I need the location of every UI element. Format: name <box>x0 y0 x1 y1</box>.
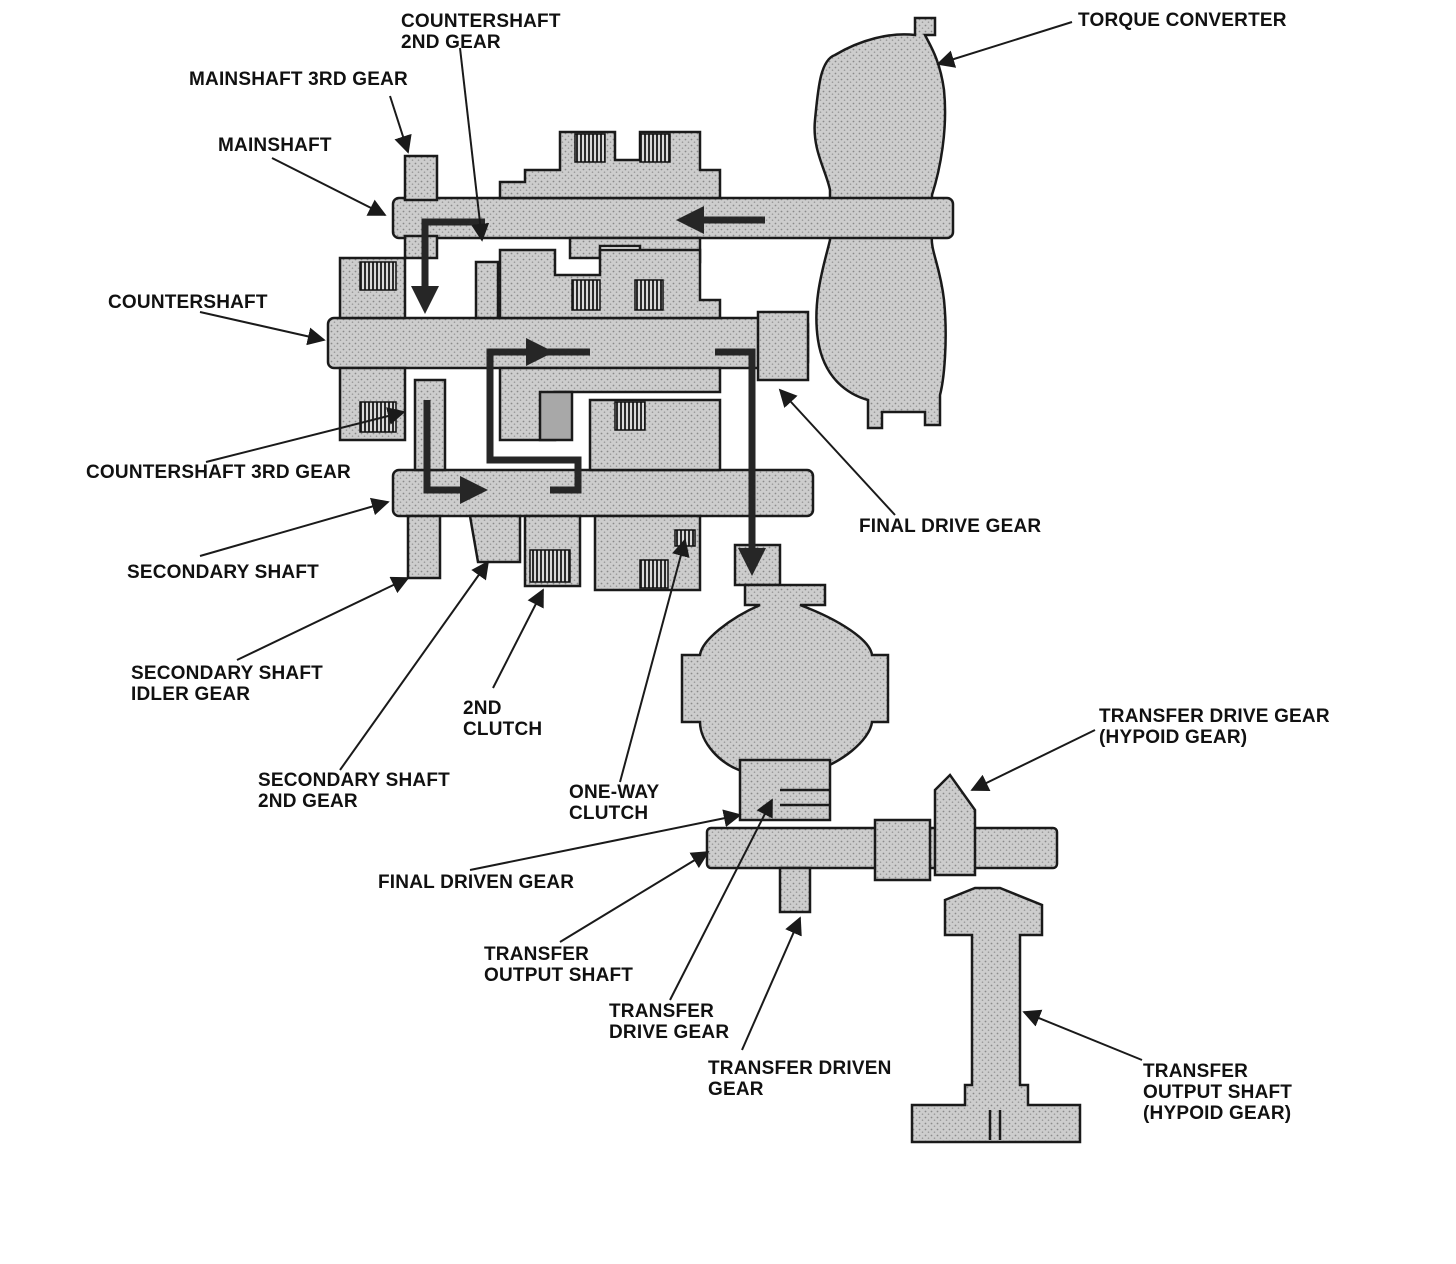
countershaft <box>326 248 810 442</box>
label-final-drive-gear: FINAL DRIVE GEAR <box>859 516 1042 537</box>
label-transfer-driven-gear: TRANSFER DRIVEN GEAR <box>708 1058 892 1100</box>
label-transfer-output-shaft-hypoid: TRANSFER OUTPUT SHAFT (HYPOID GEAR) <box>1143 1061 1293 1124</box>
secondary-shaft <box>391 378 815 592</box>
leader-lines <box>199 21 1143 1061</box>
label-countershaft-3rd-gear: COUNTERSHAFT 3RD GEAR <box>86 462 351 483</box>
label-countershaft: COUNTERSHAFT <box>108 292 268 313</box>
label-secondary-shaft-2nd-gear: SECONDARY SHAFT 2ND GEAR <box>258 770 450 812</box>
mainshaft <box>391 130 955 264</box>
label-2nd-clutch: 2ND CLUTCH <box>463 698 543 740</box>
label-secondary-shaft-idler-gear: SECONDARY SHAFT IDLER GEAR <box>131 663 323 705</box>
differential <box>680 543 890 822</box>
label-transfer-output-shaft: TRANSFER OUTPUT SHAFT <box>484 944 634 986</box>
power-flow-path <box>411 206 766 576</box>
label-one-way-clutch: ONE-WAY CLUTCH <box>569 782 660 824</box>
label-torque-converter: TORQUE CONVERTER <box>1078 10 1287 31</box>
label-secondary-shaft: SECONDARY SHAFT <box>127 562 319 583</box>
transfer-output-shaft-hypoid <box>910 886 1082 1144</box>
label-countershaft-2nd-gear: COUNTERSHAFT 2ND GEAR <box>401 11 561 53</box>
label-mainshaft-3rd-gear: MAINSHAFT 3RD GEAR <box>189 69 408 90</box>
label-transfer-drive-gear: TRANSFER DRIVE GEAR <box>609 1001 730 1043</box>
label-mainshaft: MAINSHAFT <box>218 135 332 156</box>
label-transfer-drive-gear-hypoid: TRANSFER DRIVE GEAR (HYPOID GEAR) <box>1099 706 1330 748</box>
label-final-driven-gear: FINAL DRIVEN GEAR <box>378 872 575 893</box>
transfer-output-shaft <box>705 773 1059 914</box>
